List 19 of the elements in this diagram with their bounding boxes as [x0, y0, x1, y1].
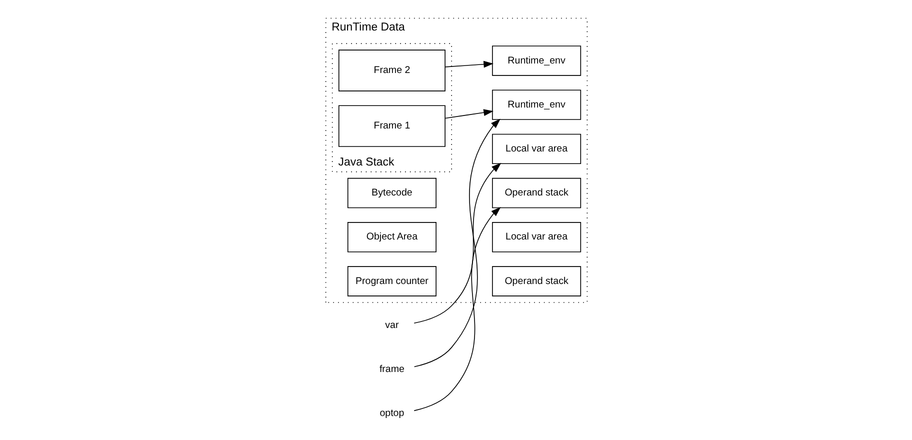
node-box: Runtime_env — [492, 46, 581, 76]
node-box: Local var area — [492, 222, 581, 252]
node-box: Frame 1 — [338, 105, 445, 147]
node-box: Program counter — [346, 266, 436, 296]
node-text: var — [384, 320, 398, 331]
node-box: Operand stack — [492, 178, 581, 208]
node-box: Local var area — [492, 134, 581, 164]
node-text: frame — [378, 364, 404, 376]
node-box: Frame 2 — [338, 50, 445, 92]
arrow — [413, 206, 500, 412]
node-box: Runtime_env — [492, 90, 581, 120]
arrow — [413, 162, 501, 324]
node-box: Object Area — [346, 222, 436, 252]
node-box: Operand stack — [492, 266, 581, 296]
node-text: optop — [379, 408, 404, 420]
node-box: Bytecode — [346, 178, 436, 208]
arrow — [413, 118, 500, 368]
arrow — [444, 109, 493, 119]
arrow — [444, 60, 493, 68]
